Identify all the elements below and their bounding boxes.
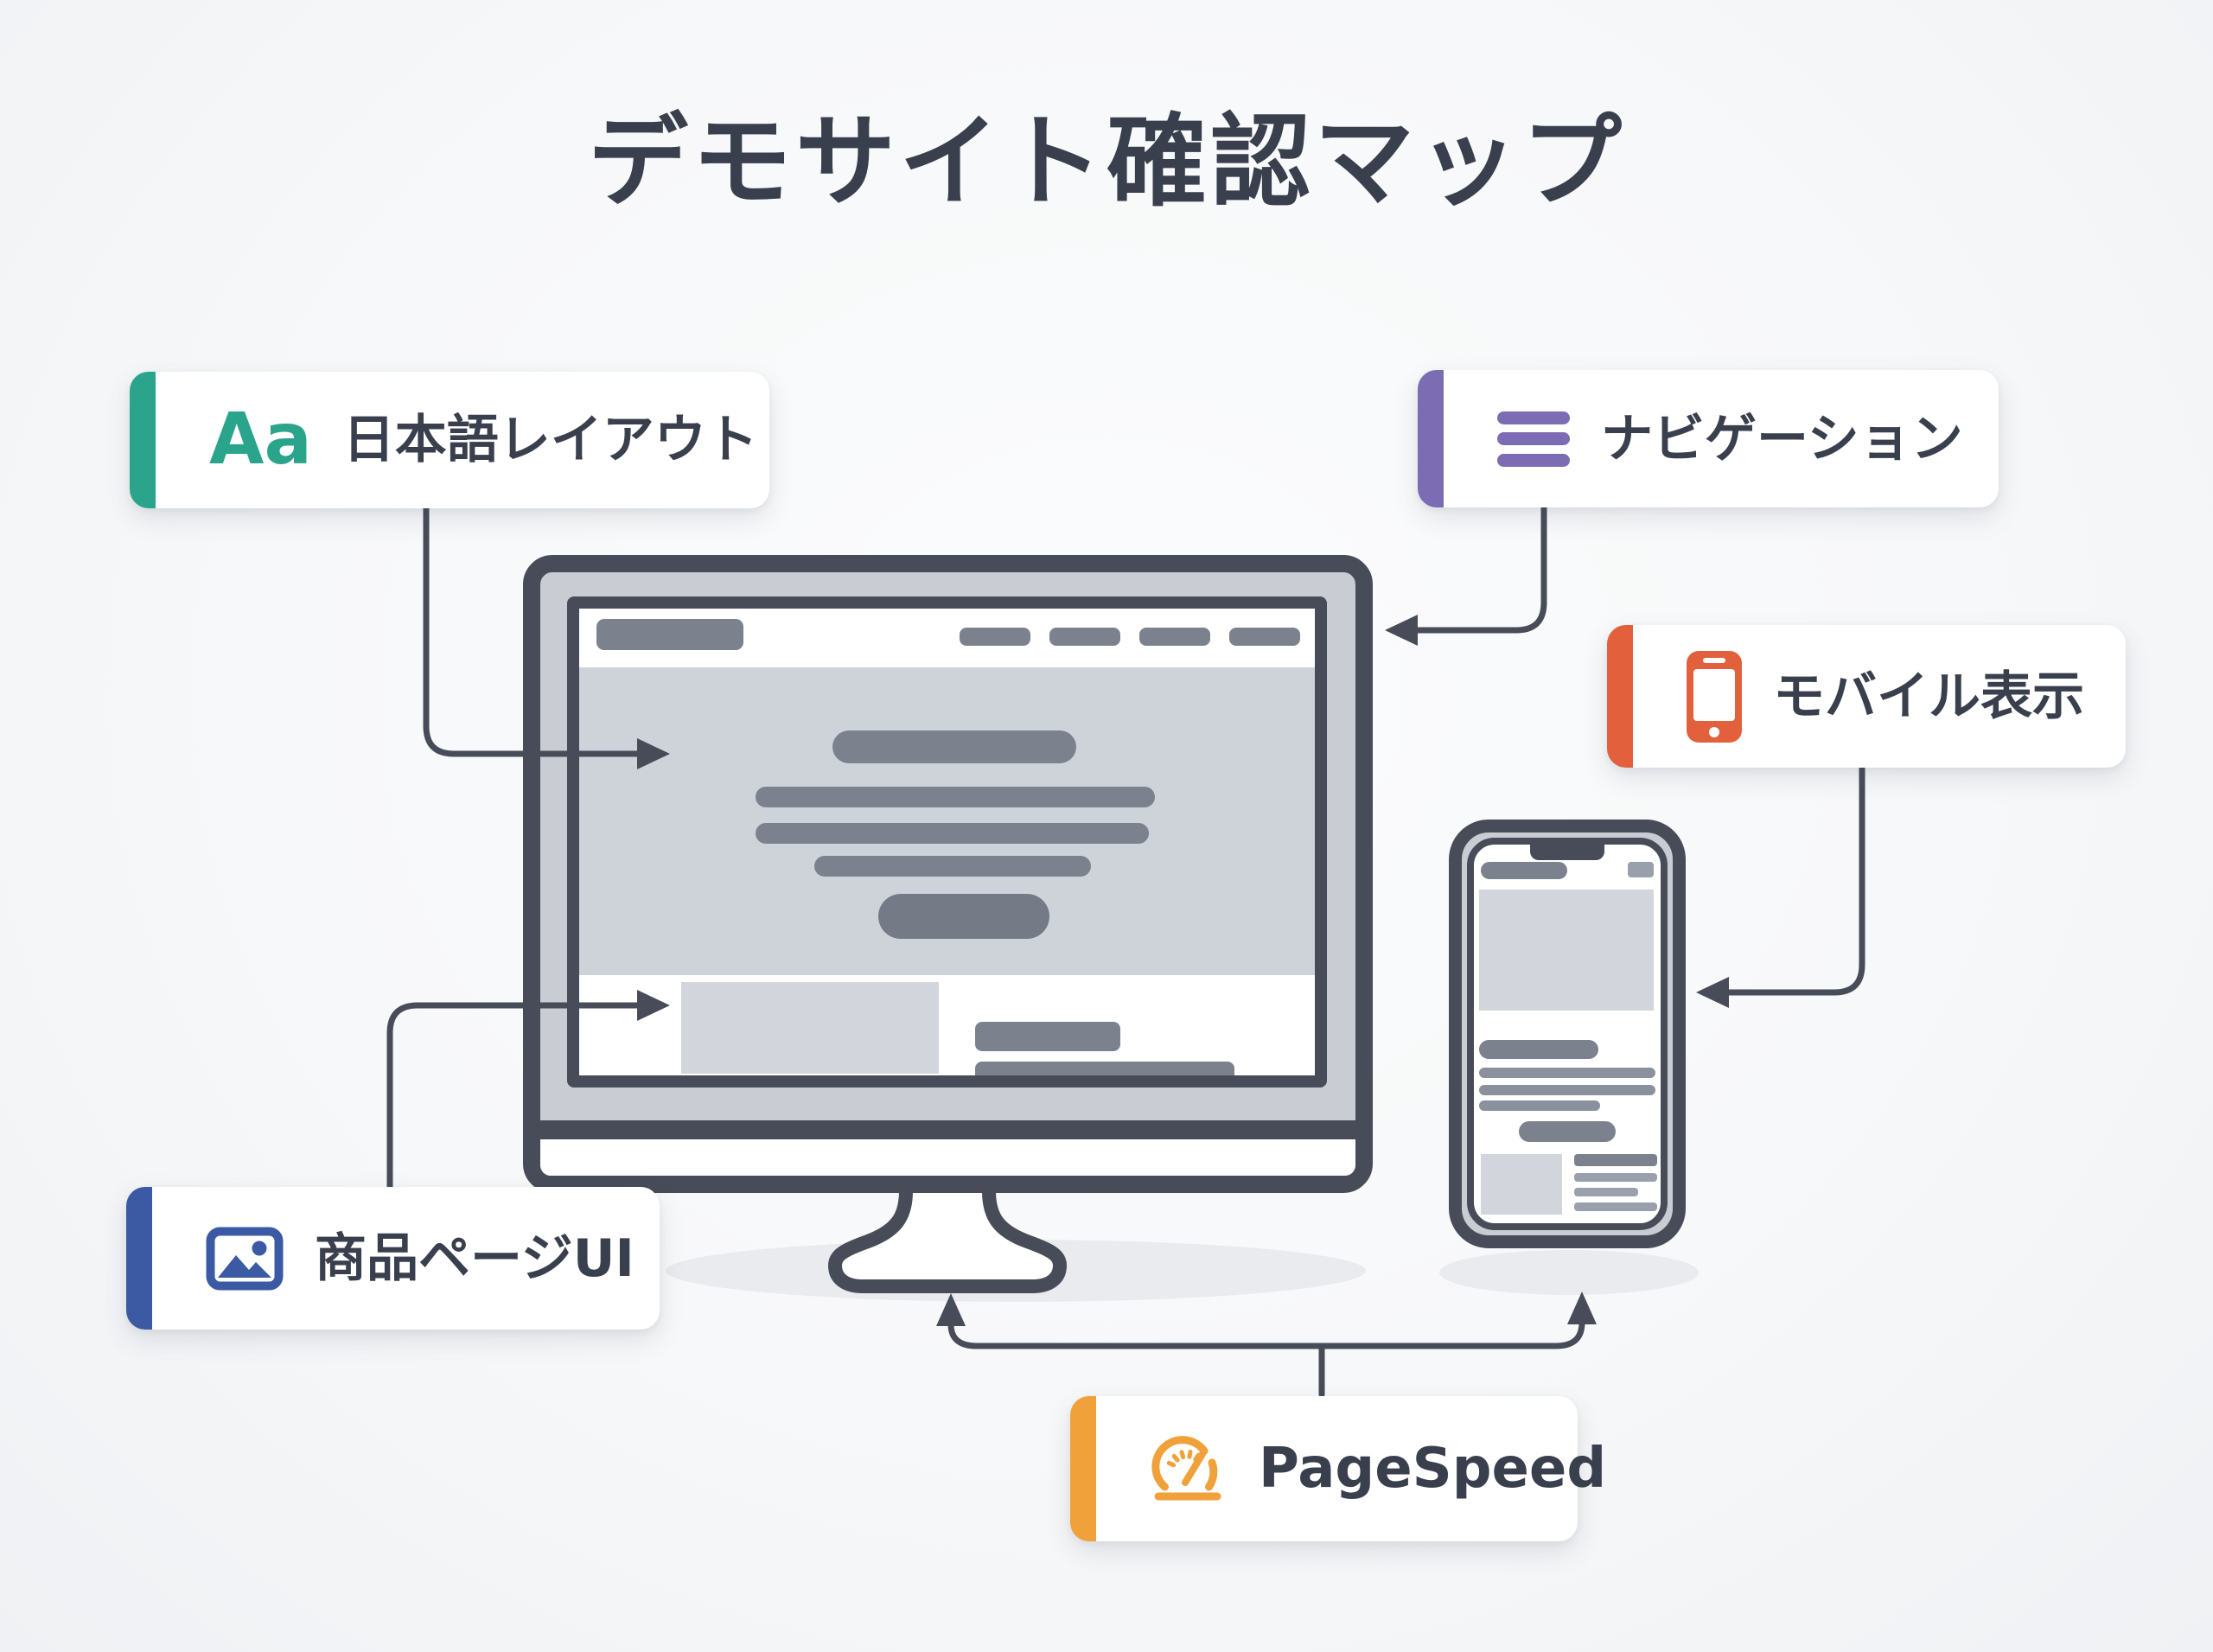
phone-button-placeholder [1519, 1121, 1616, 1142]
phone-menu-placeholder [1628, 862, 1654, 877]
image-icon [206, 1227, 284, 1290]
phone-thumbnail-placeholder [1481, 1154, 1562, 1215]
hero-text-line [756, 823, 1149, 844]
product-image-placeholder [681, 982, 939, 1074]
navbar-menu-pill [1139, 628, 1210, 646]
phone-screen [1467, 838, 1668, 1230]
navbar-logo-placeholder [596, 619, 743, 650]
typography-icon: Aa [209, 399, 312, 481]
phone-notch [1530, 845, 1604, 860]
desktop-product-section [579, 975, 1315, 1075]
label-card-japanese-layout: Aa 日本語レイアウト [130, 372, 769, 508]
phone-text-line [1479, 1085, 1655, 1095]
monitor-stand [828, 1190, 1067, 1293]
label-card-navigation: ナビゲーション [1418, 370, 1999, 507]
card-label: モバイル表示 [1773, 666, 2084, 727]
product-title-placeholder [975, 1022, 1120, 1051]
monitor-shadow-ellipse [666, 1240, 1366, 1302]
phone-list-line [1574, 1188, 1638, 1196]
monitor-chin-separator [540, 1120, 1355, 1139]
arrowhead [1567, 1292, 1597, 1324]
label-card-mobile-view: モバイル表示 [1607, 625, 2126, 768]
navbar-menu-pill [960, 628, 1030, 646]
accent-bar [126, 1187, 152, 1330]
smartphone-icon [1687, 650, 1742, 743]
hero-text-line [756, 787, 1155, 807]
hamburger-menu-icon [1497, 411, 1570, 467]
phone-list-line [1574, 1173, 1657, 1182]
phone-list-title-placeholder [1574, 1154, 1657, 1166]
label-card-pagespeed: PageSpeed [1070, 1396, 1606, 1541]
connector-navigation [1385, 503, 1547, 646]
product-text-placeholder [975, 1062, 1234, 1075]
navbar-menu [960, 628, 1300, 646]
smartphone [1449, 820, 1686, 1248]
accent-bar [130, 372, 156, 508]
connector-mobile-view [1696, 764, 1865, 1008]
label-card-product-page-ui: 商品ページUI [126, 1187, 660, 1330]
accent-bar [1607, 625, 1633, 768]
arrowhead [1385, 615, 1418, 646]
card-label: ナビゲーション [1601, 408, 1963, 469]
card-label: 日本語レイアウト [342, 410, 758, 470]
hero-heading-placeholder [832, 730, 1076, 763]
page-title: デモサイト確認マップ [588, 104, 1625, 220]
desktop-navbar [579, 609, 1315, 667]
card-label: PageSpeed [1259, 1437, 1607, 1501]
card-label: 商品ページUI [315, 1228, 635, 1289]
phone-text-line [1479, 1068, 1655, 1078]
phone-heading-placeholder [1479, 1040, 1598, 1059]
phone-shadow-ellipse [1439, 1250, 1699, 1295]
speedometer-icon [1151, 1436, 1221, 1501]
arrowhead [936, 1293, 966, 1326]
hero-text-line [814, 856, 1091, 877]
phone-text-line [1479, 1100, 1600, 1111]
phone-logo-placeholder [1481, 862, 1567, 879]
accent-bar [1418, 370, 1444, 507]
hero-cta-button-placeholder [878, 894, 1049, 939]
monitor-screen [567, 596, 1327, 1088]
desktop-monitor [523, 555, 1373, 1193]
phone-list-line [1574, 1202, 1657, 1211]
accent-bar [1070, 1396, 1096, 1541]
navbar-menu-pill [1049, 628, 1120, 646]
phone-image-placeholder [1479, 890, 1654, 1011]
monitor-chin [540, 1139, 1355, 1176]
arrowhead [1696, 977, 1729, 1008]
navbar-menu-pill [1229, 628, 1300, 646]
connector-pagespeed [936, 1292, 1597, 1398]
desktop-hero-content [579, 667, 1315, 975]
